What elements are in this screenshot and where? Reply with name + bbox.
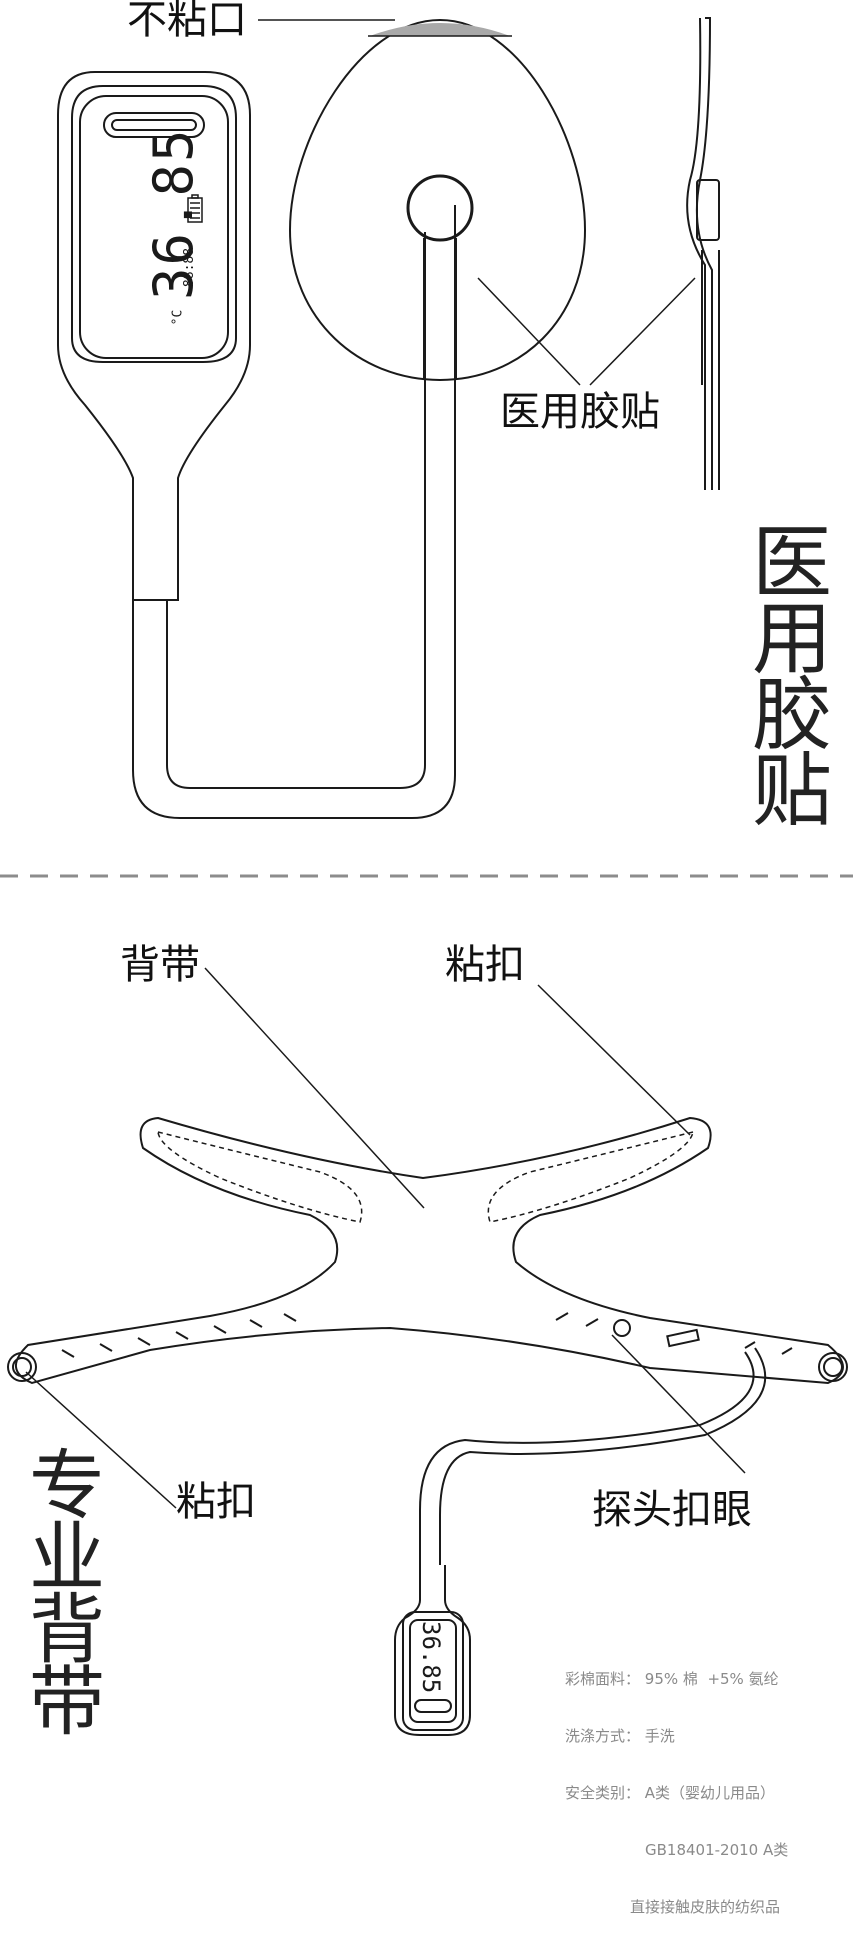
temperature-readout-small: 36.85 bbox=[417, 1621, 445, 1694]
thermometer-device-bottom bbox=[394, 1347, 767, 1736]
title-medical-patch: 医用胶贴 bbox=[739, 520, 832, 824]
spec-row: GB18401-2010 A类 bbox=[645, 1841, 789, 1859]
spec-row: 安全类别： A类（婴幼儿用品） bbox=[565, 1784, 776, 1802]
leader-velcro-left bbox=[25, 1371, 177, 1509]
leader-probe-eyelet bbox=[611, 1334, 746, 1474]
label-medical-patch: 医用胶贴 bbox=[500, 389, 660, 435]
probe-eyelet bbox=[613, 1319, 631, 1337]
no-stick-area bbox=[370, 23, 510, 36]
battery-icon bbox=[187, 194, 203, 223]
spec-row: 直接接触皮肤的纺织品 bbox=[630, 1898, 781, 1916]
back-strap bbox=[7, 1116, 848, 1385]
thermometer-device-top bbox=[57, 71, 456, 819]
label-back-strap: 背带 bbox=[120, 942, 200, 988]
label-no-stick: 不粘口 bbox=[127, 0, 247, 43]
spec-block: 彩棉面料： 95% 棉 +5% 氨纶 洗涤方式： 手洗 安全类别： A类（婴幼儿… bbox=[565, 1632, 830, 1936]
spec-row: 洗涤方式： 手洗 bbox=[565, 1727, 675, 1745]
leader-patch-b bbox=[589, 277, 696, 386]
leader-patch-a bbox=[477, 277, 581, 386]
probe-circle bbox=[406, 174, 474, 242]
label-velcro-right: 粘扣 bbox=[445, 942, 525, 988]
label-velcro-left: 粘扣 bbox=[176, 1479, 256, 1525]
spec-row: 彩棉面料： 95% 棉 +5% 氨纶 bbox=[565, 1670, 779, 1688]
product-drawing bbox=[0, 17, 853, 1736]
title-pro-strap: 专业背带 bbox=[16, 1445, 105, 1733]
medical-patch-oval bbox=[288, 18, 587, 382]
label-probe-eyelet: 探头扣眼 bbox=[592, 1487, 752, 1533]
leader-back-strap bbox=[204, 967, 425, 1209]
leader-velcro-right bbox=[537, 984, 691, 1136]
unit-readout: °C bbox=[170, 309, 186, 326]
time-readout: 88:88 bbox=[182, 247, 198, 288]
side-profile-view bbox=[686, 17, 720, 490]
